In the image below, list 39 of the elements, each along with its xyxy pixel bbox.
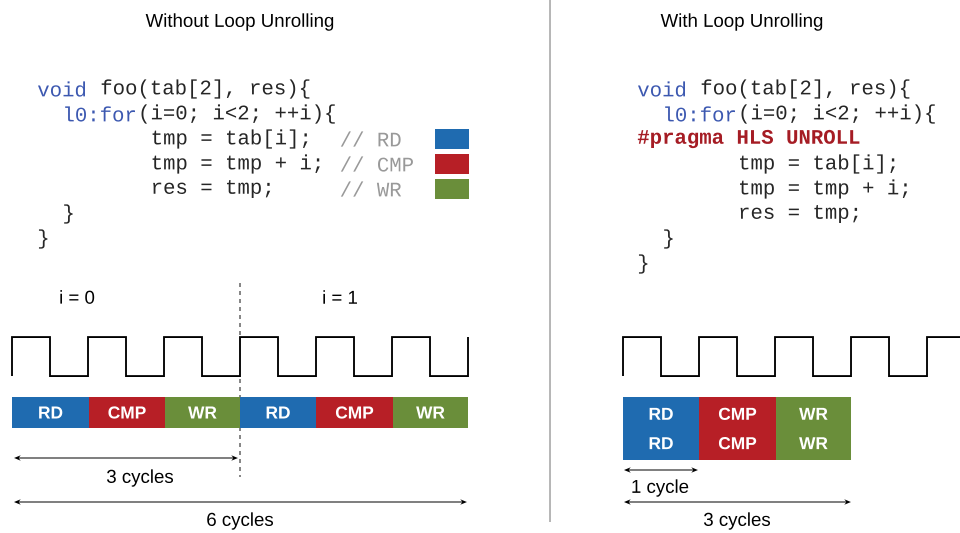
code-keyword: l0:for [665,106,735,122]
code-line: } [38,229,48,249]
code-line: res = tmp; [153,180,270,198]
code-keyword: void [638,81,686,97]
code-line: res = tmp; [740,204,858,224]
timing-block: RD [12,397,89,428]
code-line: } [638,254,648,274]
code-line: foo(tab[2], res){ [102,79,310,99]
iteration-label: i = 1 [323,290,357,304]
code-line: (i=0; i<2; ++i){ [742,104,935,124]
code-line: tmp = tab[i]; [740,154,895,174]
pragma-directive: #pragma HLS UNROLL [638,130,860,148]
cycle-count-label: 3 cycles [107,469,174,487]
timing-block: RD [240,397,316,428]
cycle-count-label: 3 cycles [704,512,770,530]
timing-block: WR [393,397,468,428]
iteration-label: i = 0 [60,290,94,304]
panel-title: Without Loop Unrolling [146,13,334,31]
code-line: } [664,229,673,249]
timing-block: WR [165,397,240,428]
timing-block: CMP [316,397,393,428]
code-comment: // RD [340,131,401,147]
cycle-count-label: 6 cycles [207,512,274,530]
code-line: } [64,204,73,224]
code-comment: // CMP [340,156,413,172]
timing-block: RD RD [623,397,699,460]
timing-block: WR WR [776,397,851,460]
code-line: foo(tab[2], res){ [702,79,910,99]
code-line: (i=0; i<2; ++i){ [142,104,335,124]
code-line: tmp = tab[i]; [152,129,308,149]
timing-block: CMP [89,397,165,428]
code-comment: // WR [340,181,402,197]
code-line: tmp = tmp + i; [740,179,908,199]
code-keyword: void [38,81,86,97]
cycle-count-label: 1 cycle [632,479,688,497]
panel-title: With Loop Unrolling [660,13,822,31]
timing-block: CMP CMP [699,397,776,460]
code-keyword: l0:for [65,106,135,122]
code-line: tmp = tmp + i; [152,154,320,174]
